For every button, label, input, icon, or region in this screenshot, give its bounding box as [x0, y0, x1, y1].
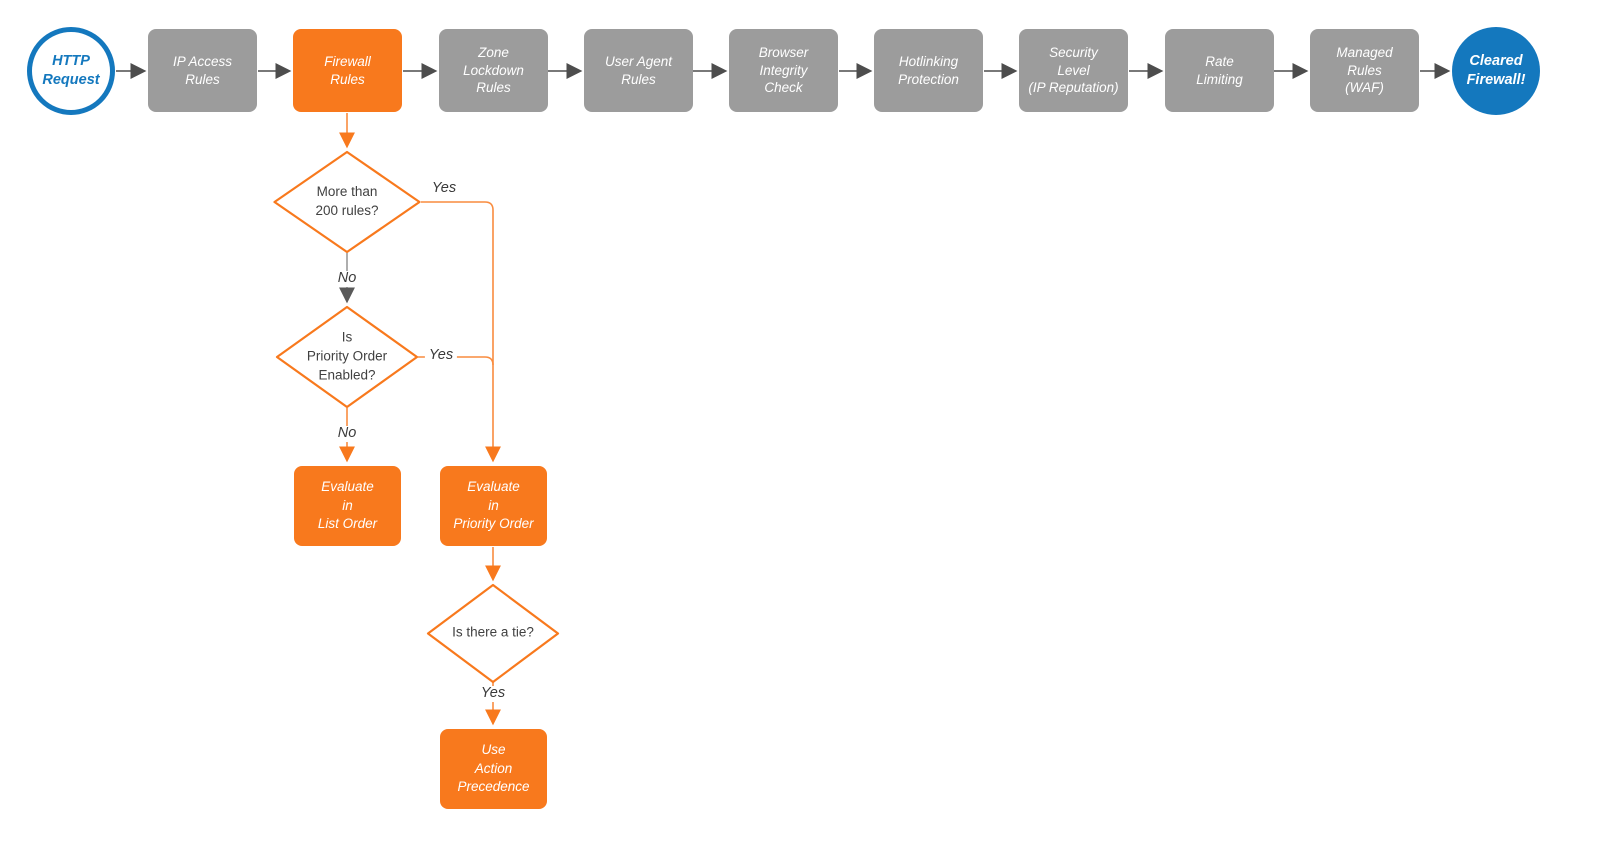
stage-box-managed-rules-waf: Managed Rules (WAF) [1310, 29, 1419, 112]
decision-diamonds [273, 150, 560, 684]
decision2-diamond [275, 305, 419, 409]
stage-box-security-level: Security Level (IP Reputation) [1019, 29, 1128, 112]
decision3-text: Is there a tie? [452, 624, 534, 640]
end-node-label: Cleared Firewall! [1466, 53, 1526, 88]
decision2-text: Is Priority Order Enabled? [306, 329, 388, 383]
start-node-http-request: HTTP Request [27, 27, 115, 115]
stage-box-ip-access-rules: IP Access Rules [148, 29, 257, 112]
stage-label: Browser Integrity Check [758, 44, 809, 96]
decision3-diamond [426, 583, 560, 684]
stage-label: IP Access Rules [172, 53, 233, 87]
edge-label-decision2-no: No [333, 425, 361, 442]
edge-label-decision1-yes: Yes [427, 180, 461, 197]
edge-label-decision3-yes: Yes [476, 685, 510, 702]
stage-label: Hotlinking Protection [898, 53, 959, 87]
decision1-text: More than 200 rules? [315, 184, 379, 218]
action-label: Use Action Precedence [457, 741, 530, 795]
edge-label-decision1-no: No [333, 270, 361, 287]
stage-label: User Agent Rules [604, 53, 673, 87]
edge-label-decision2-yes: Yes [424, 347, 458, 364]
start-node-label: HTTP Request [42, 53, 100, 88]
action-box-evaluate-list-order: Evaluate in List Order [294, 466, 401, 546]
connector-decision2-yes-merge [418, 356, 494, 366]
stage-box-rate-limiting: Rate Limiting [1165, 29, 1274, 112]
stage-box-browser-integrity-check: Browser Integrity Check [729, 29, 838, 112]
action-label: Evaluate in Priority Order [453, 478, 534, 532]
stage-label: Security Level (IP Reputation) [1028, 44, 1119, 96]
stage-box-firewall-rules: Firewall Rules [293, 29, 402, 112]
stage-label: Managed Rules (WAF) [1336, 44, 1393, 96]
action-box-evaluate-priority-order: Evaluate in Priority Order [440, 466, 547, 546]
stage-box-user-agent-rules: User Agent Rules [584, 29, 693, 112]
stage-label: Firewall Rules [324, 53, 371, 87]
stage-label: Zone Lockdown Rules [463, 44, 524, 96]
action-label: Evaluate in List Order [317, 478, 378, 532]
decision1-diamond [273, 150, 421, 254]
stage-box-hotlinking-protection: Hotlinking Protection [874, 29, 983, 112]
connector-decision1-yes-to-priority-order [421, 201, 501, 463]
action-box-use-action-precedence: Use Action Precedence [440, 729, 547, 809]
stage-label: Rate Limiting [1196, 53, 1243, 87]
stage-box-zone-lockdown-rules: Zone Lockdown Rules [439, 29, 548, 112]
end-node-cleared-firewall: Cleared Firewall! [1452, 27, 1540, 115]
